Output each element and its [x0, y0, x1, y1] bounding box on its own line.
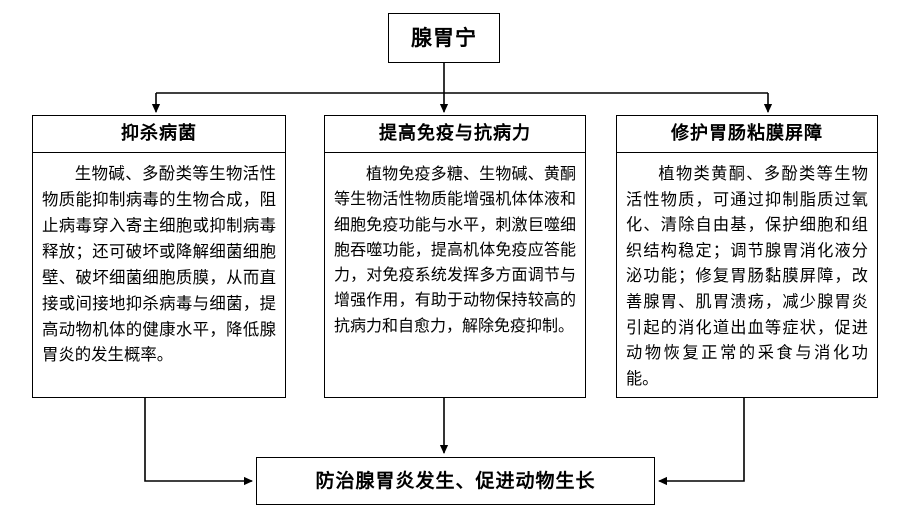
root-node-label: 腺胃宁 [411, 25, 477, 50]
connector-branch-1-to-result [144, 398, 253, 486]
branch-node-2-body: 植物免疫多糖、生物碱、黄酮等生物活性物质能增强机体体液和细胞免疫功能与水平，刺激… [325, 153, 585, 344]
branch-node-1: 抑杀病菌 生物碱、多酚类等生物活性物质能抑制病毒的生物合成，阻止病毒穿入寄主细胞… [32, 115, 286, 398]
branch-node-1-heading: 抑杀病菌 [121, 123, 197, 144]
branch-node-3-heading: 修护胃肠粘膜屏障 [671, 123, 823, 144]
result-node: 防治腺胃炎发生、促进动物生长 [256, 457, 655, 505]
branch-node-1-header: 抑杀病菌 [33, 116, 285, 153]
branch-node-2-text: 植物免疫多糖、生物碱、黄酮等生物活性物质能增强机体体液和细胞免疫功能与水平，刺激… [334, 164, 576, 335]
branch-node-2-heading: 提高免疫与抗病力 [379, 123, 531, 144]
branch-node-3-body: 植物类黄酮、多酚类等生物活性物质，可通过抑制脂质过氧化、清除自由基，保护细胞和组… [617, 153, 877, 397]
branch-node-2-header: 提高免疫与抗病力 [325, 116, 585, 153]
branch-node-3-header: 修护胃肠粘膜屏障 [617, 116, 877, 153]
branch-node-3-text: 植物类黄酮、多酚类等生物活性物质，可通过抑制脂质过氧化、清除自由基，保护细胞和组… [626, 164, 868, 388]
connector-branch-3-to-result [658, 398, 745, 486]
root-node: 腺胃宁 [388, 13, 500, 63]
branch-node-1-body: 生物碱、多酚类等生物活性物质能抑制病毒的生物合成，阻止病毒穿入寄主细胞或抑制病毒… [33, 153, 285, 374]
branch-node-1-text: 生物碱、多酚类等生物活性物质能抑制病毒的生物合成，阻止病毒穿入寄主细胞或抑制病毒… [42, 164, 276, 365]
connector-root-to-bus [156, 63, 768, 94]
branch-node-3: 修护胃肠粘膜屏障 植物类黄酮、多酚类等生物活性物质，可通过抑制脂质过氧化、清除自… [616, 115, 878, 398]
result-node-label: 防治腺胃炎发生、促进动物生长 [315, 469, 596, 492]
branch-node-2: 提高免疫与抗病力 植物免疫多糖、生物碱、黄酮等生物活性物质能增强机体体液和细胞免… [324, 115, 586, 398]
